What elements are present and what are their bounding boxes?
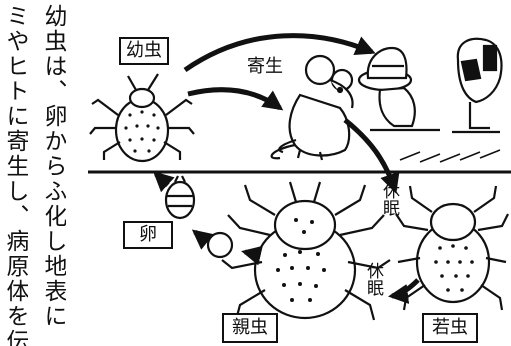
egg-illustration — [208, 233, 232, 257]
arrow-hatching-to-larva — [156, 174, 168, 185]
adult-label: 親虫 — [232, 319, 268, 337]
human-head-with-hat-illustration — [359, 48, 440, 130]
egg-label: 卵 — [139, 226, 157, 244]
dormancy-label-2: 休眠 — [364, 262, 381, 296]
arrow-larva-to-mouse — [188, 90, 280, 108]
nymph-label: 若虫 — [432, 319, 468, 337]
mouse-illustration — [272, 56, 353, 160]
arrow-adult-to-egg — [245, 252, 258, 255]
human-hand-illustration — [452, 39, 501, 132]
larva-label: 幼虫 — [126, 42, 162, 60]
nymph-mite-illustration — [396, 186, 508, 310]
parasitism-label: 寄生 — [247, 58, 283, 76]
mite-larva-illustration — [90, 74, 194, 161]
dormancy-label-1: 休眠 — [380, 182, 397, 216]
hatching-egg-illustration — [166, 176, 194, 218]
ground-hatching — [400, 150, 500, 162]
arrow-egg-to-hatching — [195, 232, 205, 240]
